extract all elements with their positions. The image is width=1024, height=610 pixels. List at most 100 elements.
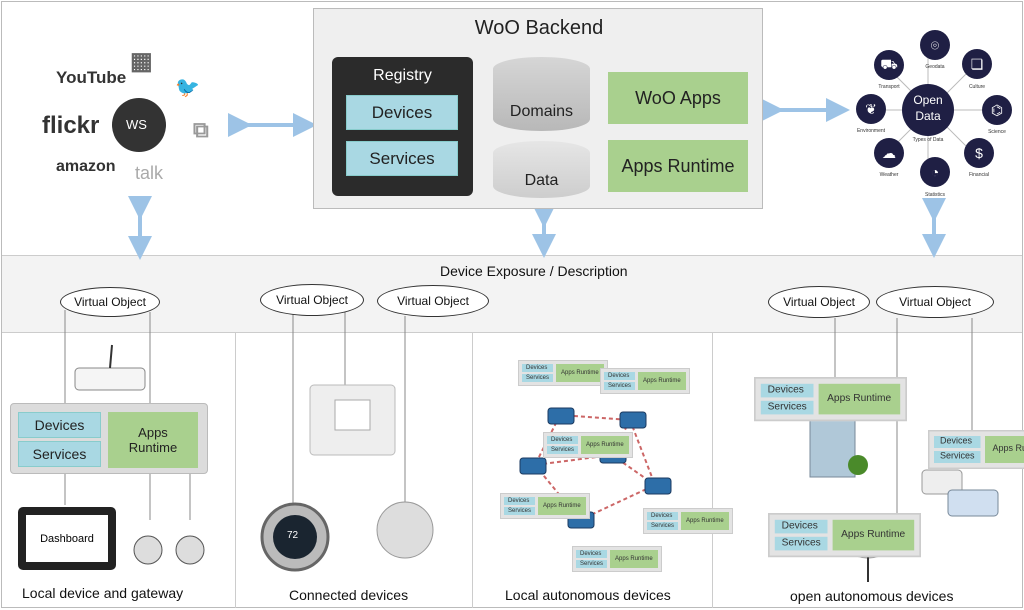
router <box>74 367 146 391</box>
statistics-icon: ◔ <box>920 157 950 187</box>
mini-apps-runtime: Apps Runtime <box>985 436 1024 463</box>
gtalk-logo: talk <box>135 163 164 183</box>
section-label: Connected devices <box>289 587 409 603</box>
registry: Registry Devices Services <box>332 57 473 196</box>
environment-icon: ❦ <box>856 94 886 124</box>
virtual-object: Virtual Object <box>377 285 489 317</box>
open-data-circle <box>902 84 954 136</box>
category-label: Statistics <box>924 192 945 198</box>
gateway-devices: Devices <box>18 412 101 438</box>
mini-apps-runtime: Apps Runtime <box>610 550 658 568</box>
category-label: Geodata <box>925 64 945 70</box>
category-label: Transport <box>878 84 900 90</box>
backend-title: WoO Backend <box>474 17 604 39</box>
mini-services: Services <box>522 374 554 382</box>
mini-services: Services <box>774 536 828 551</box>
mini-devices: Devices <box>774 519 828 534</box>
category-label: Science <box>988 129 1006 135</box>
mini-services: Services <box>576 560 608 568</box>
thermostat-value: 72 <box>287 530 299 541</box>
camera <box>175 535 205 565</box>
data-db: Data <box>493 141 590 198</box>
dashboard-tablet: Dashboard <box>18 507 116 570</box>
virtual-object: Virtual Object <box>876 286 994 318</box>
mini-apps-runtime: Apps Runtime <box>556 364 604 382</box>
culture-icon: ❏ <box>962 49 992 79</box>
mini-devices: Devices <box>934 436 981 448</box>
open-data-label: Open Data <box>913 93 943 123</box>
twitter-bird-icon: 🐦 <box>175 77 200 99</box>
domains-db: Domains <box>493 57 590 131</box>
category-label: Environment <box>856 128 886 134</box>
mini-devices: Devices <box>647 512 679 520</box>
mini-services: Services <box>647 522 679 530</box>
mini-devices: Devices <box>504 497 536 505</box>
camera <box>133 535 163 565</box>
mini-apps-runtime: Apps Runtime <box>581 436 629 454</box>
category-label: Financial <box>968 172 989 178</box>
science-icon: ⌬ <box>982 95 1012 125</box>
registry-services: Services <box>346 141 458 176</box>
section-label: open autonomous devices <box>790 588 954 604</box>
woo-apps: WoO Apps <box>608 72 748 124</box>
divider <box>712 333 713 608</box>
ambulance <box>921 469 963 495</box>
ws-label: WS <box>126 117 147 132</box>
section-label: Local autonomous devices <box>505 587 671 603</box>
youtube-logo: YouTube <box>56 68 127 87</box>
mini-devices: Devices <box>576 550 608 558</box>
registry-title: Registry <box>373 67 432 84</box>
mini-services: Services <box>604 382 636 390</box>
mini-devices: Devices <box>522 364 554 372</box>
divider <box>472 333 473 608</box>
virtual-object: Virtual Object <box>260 284 364 316</box>
flickr-logo: flickr <box>42 112 100 139</box>
bus <box>947 489 999 517</box>
band-title: Device Exposure / Description <box>440 263 628 279</box>
amazon-logo: amazon <box>56 158 116 175</box>
mini-services: Services <box>934 451 981 463</box>
geodata-icon: ⌾ <box>920 30 950 60</box>
mini-apps-runtime: Apps Runtime <box>638 372 686 390</box>
divider <box>235 333 236 608</box>
virtual-object: Virtual Object <box>768 286 870 318</box>
registry-devices: Devices <box>346 95 458 130</box>
mini-apps-runtime: Apps Runtime <box>681 512 729 530</box>
section-label: Local device and gateway <box>22 585 184 601</box>
virtual-object: Virtual Object <box>60 287 160 317</box>
mini-devices: Devices <box>547 436 579 444</box>
network-icon: ⧉ <box>193 117 209 142</box>
transport-icon: ⛟ <box>874 50 904 80</box>
mini-services: Services <box>760 400 814 415</box>
apps-runtime: Apps Runtime <box>608 140 748 192</box>
mini-devices: Devices <box>760 383 814 398</box>
mini-devices: Devices <box>604 372 636 380</box>
gateway-services: Services <box>18 441 101 467</box>
gateway-apps-runtime: Apps Runtime <box>108 412 198 468</box>
dashboard-label: Dashboard <box>26 515 108 562</box>
mini-services: Services <box>547 446 579 454</box>
mini-apps-runtime: Apps Runtime <box>818 383 900 415</box>
open-data-subtitle: Types of Data <box>912 137 944 143</box>
smart-lamp <box>376 501 434 559</box>
building <box>809 414 856 478</box>
category-label: Weather <box>879 172 899 178</box>
mini-apps-runtime: Apps Runtime <box>538 497 586 515</box>
dollar-icon: $ <box>964 138 994 168</box>
mini-services: Services <box>504 507 536 515</box>
category-label: Culture <box>968 84 986 90</box>
ws-circle <box>112 98 166 152</box>
mini-apps-runtime: Apps Runtime <box>832 519 914 551</box>
logo-icon: ▦ <box>130 48 153 75</box>
weather-icon: ☁ <box>874 138 904 168</box>
